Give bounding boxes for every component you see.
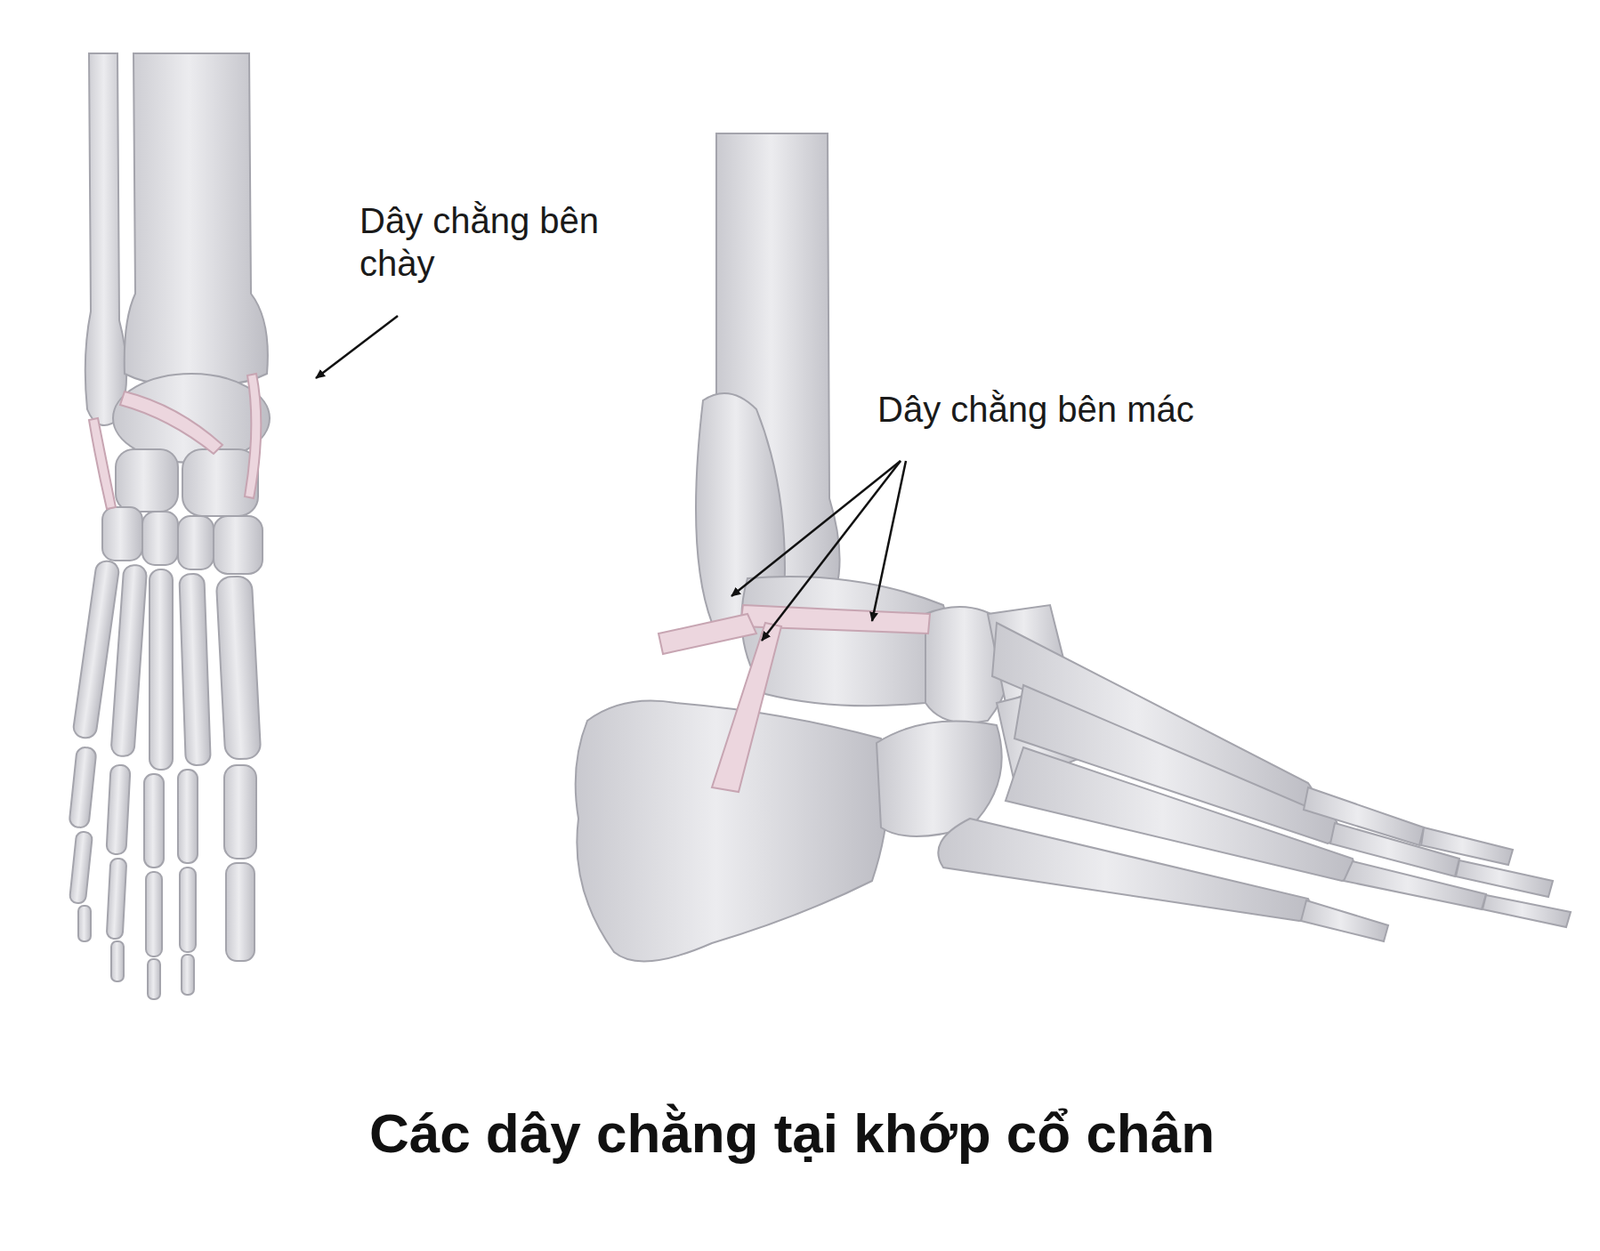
- leader-lines: [315, 315, 906, 641]
- caption-text: Các dây chằng tại khớp cổ chân: [0, 1101, 1584, 1165]
- ligament-label: Dây chằng bên mác: [877, 387, 1252, 431]
- ligament-label: Dây chằng bên chày: [359, 199, 636, 285]
